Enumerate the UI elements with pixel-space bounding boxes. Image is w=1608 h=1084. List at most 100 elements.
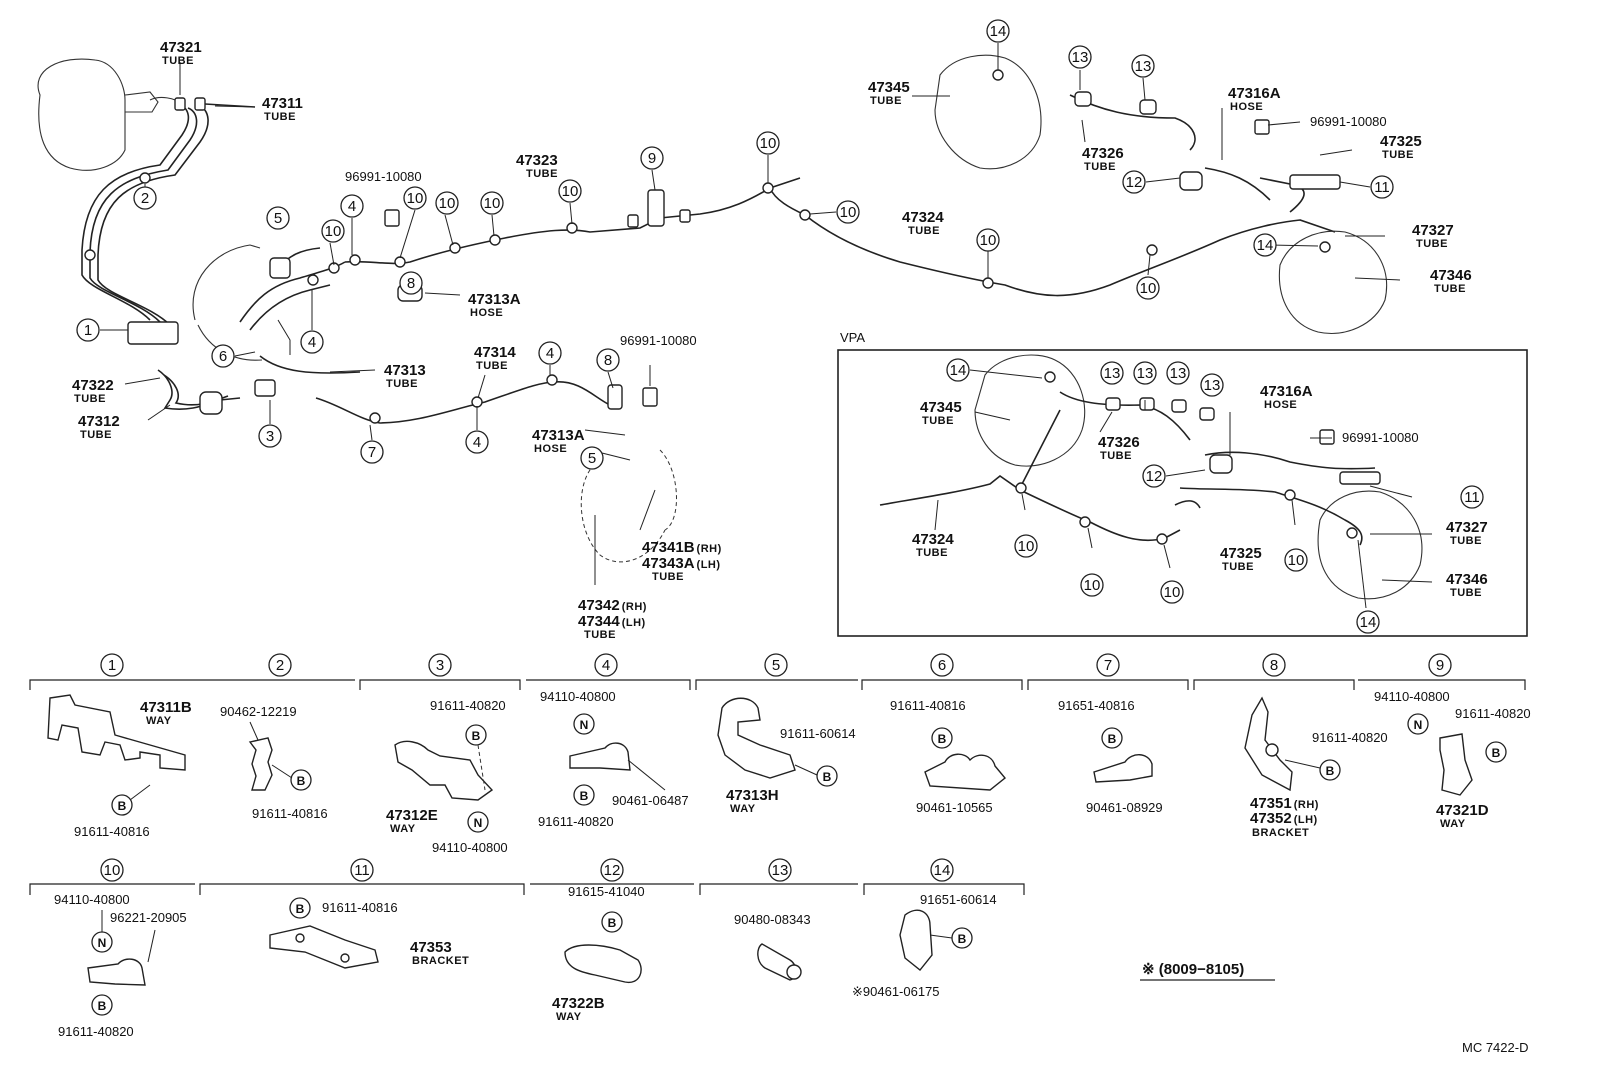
vpa-inset: VPA <box>837 330 1528 637</box>
svg-text:10: 10 <box>407 190 424 207</box>
svg-text:B: B <box>1108 732 1117 746</box>
svg-text:94110-40800: 94110-40800 <box>432 840 508 855</box>
svg-text:TUBE: TUBE <box>80 429 112 441</box>
detail-7-clamp: 91651-40816 B 90461-08929 <box>1058 698 1163 815</box>
detail-2-clamp: 90462-12219 B 91611-40816 <box>220 704 328 821</box>
svg-text:HOSE: HOSE <box>1264 399 1297 411</box>
svg-text:13: 13 <box>1104 365 1121 382</box>
svg-text:13: 13 <box>1135 58 1152 75</box>
svg-text:13: 13 <box>772 862 789 879</box>
svg-text:91611-40820: 91611-40820 <box>1455 706 1531 721</box>
rear-right-brake-outline <box>1278 230 1387 334</box>
svg-text:4: 4 <box>602 657 610 674</box>
callout-ring: 14 <box>1253 233 1277 257</box>
detail-13-grommet: 90480-08343 <box>734 912 811 981</box>
detail-3-way: 91611-40820 B 47312E WAY N 94110-40800 <box>386 698 508 855</box>
callout-rings: 1 2 3 4 4 4 4 5 5 6 7 8 8 9 10 10 10 10 … <box>76 19 1484 634</box>
svg-text:TUBE: TUBE <box>1084 161 1116 173</box>
detail-ring-8: 8 <box>1262 653 1286 677</box>
callout-ring: 11 <box>1460 485 1484 509</box>
label-47325: 47325 <box>1380 133 1422 150</box>
detail-8-bracket: 91611-40820 B 47351(RH) 47352(LH) BRACKE… <box>1244 696 1388 839</box>
detail-12-way: 91615-41040 B 47322B WAY <box>552 884 645 1023</box>
svg-text:47313H: 47313H <box>726 787 779 804</box>
svg-text:11: 11 <box>1464 489 1480 506</box>
svg-text:14: 14 <box>1257 237 1274 254</box>
svg-text:91611-40820: 91611-40820 <box>1312 730 1388 745</box>
svg-text:7: 7 <box>1104 657 1112 674</box>
svg-text:9: 9 <box>1436 657 1444 674</box>
svg-text:10: 10 <box>484 195 501 212</box>
label-47313: 47313 <box>384 362 426 379</box>
detail-ring-12: 12 <box>600 858 624 882</box>
label-47346: 47346 <box>1430 267 1472 284</box>
svg-text:N: N <box>98 936 107 950</box>
svg-text:TUBE: TUBE <box>922 415 954 427</box>
svg-text:10: 10 <box>562 183 579 200</box>
brake-tube-network <box>81 94 1336 424</box>
svg-text:TUBE: TUBE <box>476 360 508 372</box>
detail-ring-2: 2 <box>268 653 292 677</box>
callout-ring: 11 <box>1370 175 1394 199</box>
svg-text:TUBE: TUBE <box>386 378 418 390</box>
svg-text:3: 3 <box>436 657 444 674</box>
svg-text:13: 13 <box>1204 377 1221 394</box>
svg-text:14: 14 <box>990 23 1007 40</box>
svg-text:10: 10 <box>104 862 121 879</box>
svg-text:4: 4 <box>473 434 481 451</box>
svg-text:47322B: 47322B <box>552 995 605 1012</box>
vpa-label-47327: 47327 <box>1446 519 1488 536</box>
callout-ring: 14 <box>986 19 1010 43</box>
svg-text:B: B <box>98 999 107 1013</box>
svg-text:91615-41040: 91615-41040 <box>568 884 645 899</box>
callout-ring: 5 <box>266 206 290 230</box>
svg-text:※90461-06175: ※90461-06175 <box>852 984 940 999</box>
svg-text:TUBE: TUBE <box>584 629 616 641</box>
svg-text:TUBE: TUBE <box>526 168 558 180</box>
svg-text:B: B <box>823 770 832 784</box>
label-47313A-2: 47313A <box>532 427 585 444</box>
svg-text:2: 2 <box>141 190 149 207</box>
detail-ring-9: 9 <box>1428 653 1452 677</box>
svg-text:TUBE: TUBE <box>870 95 902 107</box>
detail-11-bracket: B 91611-40816 47353 BRACKET <box>269 897 469 969</box>
detail-section-headers <box>29 679 1526 895</box>
svg-text:13: 13 <box>1137 365 1154 382</box>
callout-ring: 13 <box>1166 361 1190 385</box>
vpa-label-47326: 47326 <box>1098 434 1140 451</box>
label-47311: 47311 <box>262 95 303 112</box>
svg-text:91611-40820: 91611-40820 <box>58 1024 134 1039</box>
callout-ring: 12 <box>1142 464 1166 488</box>
svg-text:12: 12 <box>604 862 621 879</box>
svg-text:TUBE: TUBE <box>1222 561 1254 573</box>
callout-ring: 10 <box>1136 276 1160 300</box>
svg-text:6: 6 <box>938 657 946 674</box>
svg-text:10: 10 <box>1288 552 1305 569</box>
svg-text:B: B <box>296 902 305 916</box>
svg-text:WAY: WAY <box>390 823 416 835</box>
callout-ring: 13 <box>1131 54 1155 78</box>
svg-text:47351(RH): 47351(RH) <box>1250 795 1319 812</box>
vpa-label: VPA <box>840 330 865 345</box>
svg-text:90461-06487: 90461-06487 <box>612 793 689 808</box>
callout-ring: 10 <box>403 186 427 210</box>
svg-text:B: B <box>580 789 589 803</box>
svg-text:47341B(RH): 47341B(RH) <box>642 539 722 556</box>
callout-ring: 9 <box>640 146 664 170</box>
label-47312: 47312 <box>78 413 120 430</box>
detail-5-way: 91611-60614 B 47313H WAY <box>717 697 856 815</box>
svg-text:HOSE: HOSE <box>1230 101 1263 113</box>
detail-ring-1: 1 <box>100 653 124 677</box>
svg-text:WAY: WAY <box>730 803 756 815</box>
callout-ring: 10 <box>321 219 345 243</box>
callout-ring: 13 <box>1068 45 1092 69</box>
svg-text:N: N <box>474 816 483 830</box>
svg-text:B: B <box>118 799 127 813</box>
callout-ring: 8 <box>399 271 423 295</box>
callout-ring: 3 <box>258 424 282 448</box>
svg-text:10: 10 <box>439 195 456 212</box>
svg-text:47311B: 47311B <box>140 699 192 716</box>
label-47345: 47345 <box>868 79 910 96</box>
svg-text:TUBE: TUBE <box>1450 535 1482 547</box>
callout-ring: 4 <box>340 194 364 218</box>
